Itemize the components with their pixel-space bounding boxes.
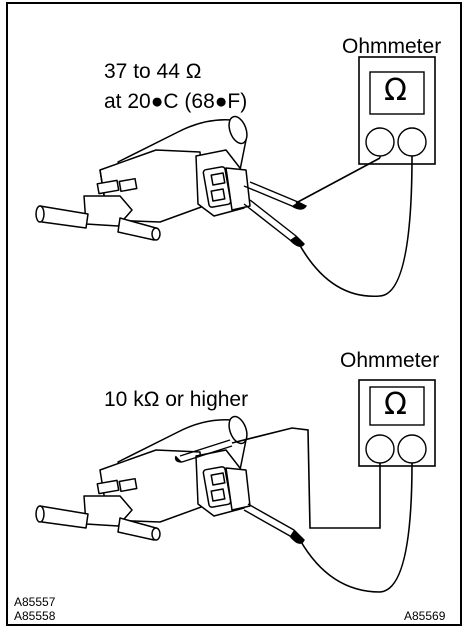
top-test-probes	[243, 155, 413, 298]
figure-code-left-1: A85557	[14, 595, 56, 609]
top-ohmmeter	[358, 56, 436, 165]
top-solenoid-valve	[35, 115, 251, 241]
bottom-solenoid-valve	[35, 415, 251, 541]
top-ohmmeter-label: Ohmmeter	[342, 35, 442, 58]
bottom-resistance-spec: 10 kΩ or higher	[104, 388, 249, 411]
bottom-ohmmeter-label: Ohmmeter	[340, 349, 440, 372]
bottom-ohmmeter	[358, 379, 436, 467]
top-temperature-spec: at 20●C (68●F)	[104, 90, 248, 113]
top-resistance-spec: 37 to 44 Ω	[104, 60, 202, 83]
figure-border	[6, 2, 462, 626]
bottom-ohm-symbol: Ω	[384, 387, 407, 422]
top-ohm-symbol: Ω	[384, 73, 407, 108]
bottom-test-probes	[174, 427, 413, 593]
figure-code-right: A85569	[404, 609, 446, 623]
figure-code-left-2: A85558	[14, 609, 56, 623]
